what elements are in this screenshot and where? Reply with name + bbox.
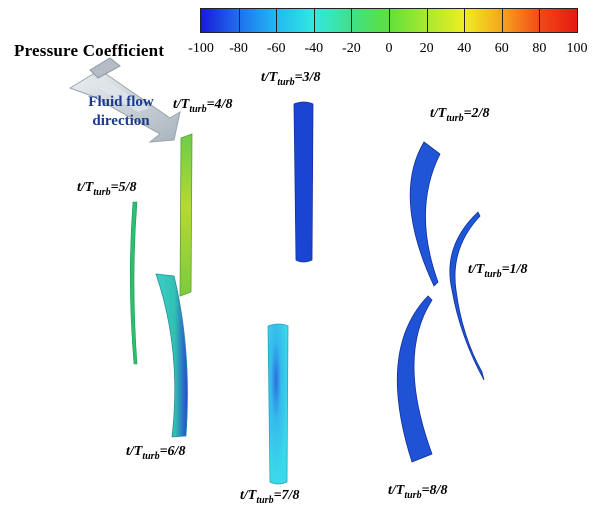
colorbar-tick-label: 20 [419, 41, 434, 56]
blade-1-8 [449, 211, 485, 381]
label-t-7-8: t/Tturb=7/8 [240, 488, 300, 506]
label-t-8-8: t/Tturb=8/8 [388, 483, 448, 501]
flow-label-line1: Fluid flow [88, 94, 154, 110]
blade-4-8 [179, 133, 193, 297]
colorbar-divider [238, 9, 240, 32]
label-t-1-8: t/Tturb=1/8 [468, 262, 528, 280]
label-t-5-8: t/Tturb=5/8 [77, 180, 137, 198]
flow-label-line2: direction [92, 113, 150, 129]
colorbar-divider [351, 9, 353, 32]
label-t-6-8: t/Tturb=6/8 [126, 444, 186, 462]
label-t-2-8: t/Tturb=2/8 [430, 106, 490, 124]
blade-8-8 [396, 295, 433, 463]
blade-3-8 [293, 101, 314, 263]
colorbar-title: Pressure Coefficient [14, 41, 165, 60]
flow-direction-arrow [68, 57, 181, 143]
colorbar [200, 8, 578, 33]
colorbar-divider [426, 9, 428, 32]
colorbar-tick-label: -60 [266, 41, 286, 56]
colorbar-tick-label: 0 [385, 41, 393, 56]
colorbar-tick-label: -20 [342, 41, 361, 56]
label-t-4-8: t/Tturb=4/8 [173, 97, 233, 115]
colorbar-divider [464, 9, 466, 32]
colorbar-tick-label: -40 [304, 41, 324, 56]
colorbar-divider [501, 9, 503, 32]
blade-6-8 [155, 273, 188, 438]
colorbar-tick-label: 40 [457, 41, 472, 56]
colorbar-tick-label: 100 [566, 41, 588, 56]
colorbar-divider [313, 9, 315, 32]
colorbar-tick-label: -100 [188, 41, 214, 56]
colorbar-divider [276, 9, 278, 32]
colorbar-tick-label: 80 [532, 41, 547, 56]
blade-2-8 [409, 141, 441, 287]
colorbar-divider [389, 9, 390, 32]
colorbar-tick-label: -80 [229, 41, 248, 56]
colorbar-tick-label: 60 [494, 41, 509, 56]
colorbar-divider [539, 9, 541, 32]
flow-direction-label: Fluid flow direction [78, 93, 164, 131]
blade-5-8 [129, 201, 138, 365]
blade-7-8 [267, 323, 289, 485]
label-t-3-8: t/Tturb=3/8 [261, 70, 321, 88]
